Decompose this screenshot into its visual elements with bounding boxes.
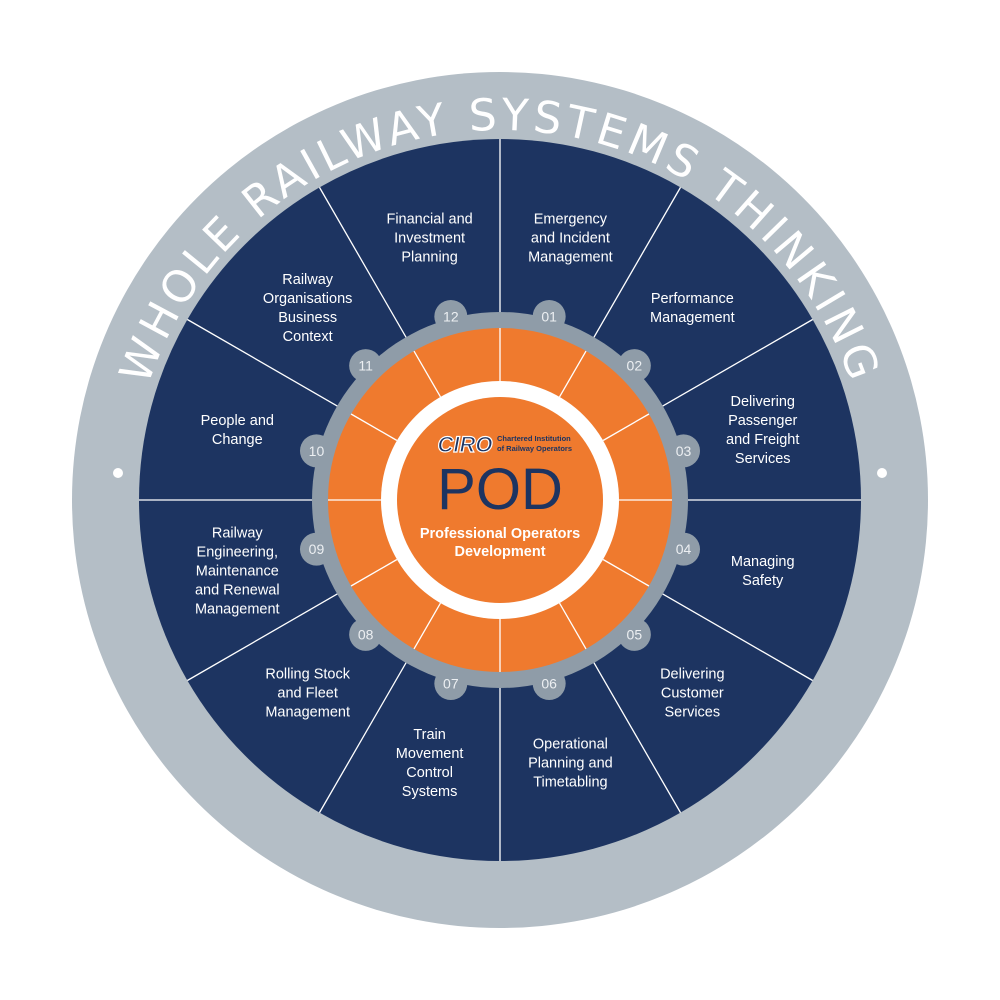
segment-number-07: 07	[443, 676, 459, 692]
ring-dot-right	[877, 468, 887, 478]
orange-divider	[558, 602, 587, 650]
orange-ring-dividers	[328, 328, 672, 672]
ring-dot-left	[113, 468, 123, 478]
svg-text:Chartered Institution: Chartered Institution	[497, 434, 571, 443]
svg-text:of Railway Operators: of Railway Operators	[497, 444, 572, 453]
segment-number-05: 05	[627, 626, 643, 642]
gear-tooth	[532, 667, 566, 701]
gear-tooth	[349, 617, 383, 651]
gear-tooth	[434, 299, 468, 333]
orange-divider	[413, 602, 442, 650]
segment-number-11: 11	[358, 358, 373, 374]
segment-number-01: 01	[541, 308, 557, 324]
gear-tooth	[349, 349, 383, 383]
segment-number-04: 04	[676, 541, 692, 557]
segment-number-09: 09	[309, 541, 325, 557]
segment-number-02: 02	[627, 358, 643, 374]
pod-subtitle-line2: Development	[454, 544, 545, 560]
pod-title: POD	[437, 457, 563, 522]
segment-number-08: 08	[358, 626, 374, 642]
gear-tooth	[667, 532, 701, 566]
segment-number-06: 06	[541, 676, 557, 692]
gear-tooth	[617, 349, 651, 383]
svg-text:CIRO: CIRO	[438, 432, 493, 457]
orange-divider	[558, 350, 587, 398]
gear-tooth	[532, 299, 566, 333]
center-disc	[397, 397, 603, 603]
orange-divider	[413, 350, 442, 398]
gear-tooth	[667, 434, 701, 468]
orange-divider	[602, 558, 650, 587]
ciro-logo: CIRO Chartered Institution of Railway Op…	[437, 431, 572, 457]
gear-tooth	[299, 532, 333, 566]
gear-tooth	[434, 667, 468, 701]
orange-divider	[350, 558, 398, 587]
orange-divider	[602, 413, 650, 442]
segment-number-12: 12	[443, 308, 459, 324]
gear-tooth	[617, 617, 651, 651]
orange-divider	[350, 413, 398, 442]
gear-tooth	[299, 434, 333, 468]
segment-number-03: 03	[676, 443, 692, 459]
pod-subtitle-line1: Professional Operators	[420, 526, 580, 542]
segment-number-10: 10	[309, 443, 325, 459]
